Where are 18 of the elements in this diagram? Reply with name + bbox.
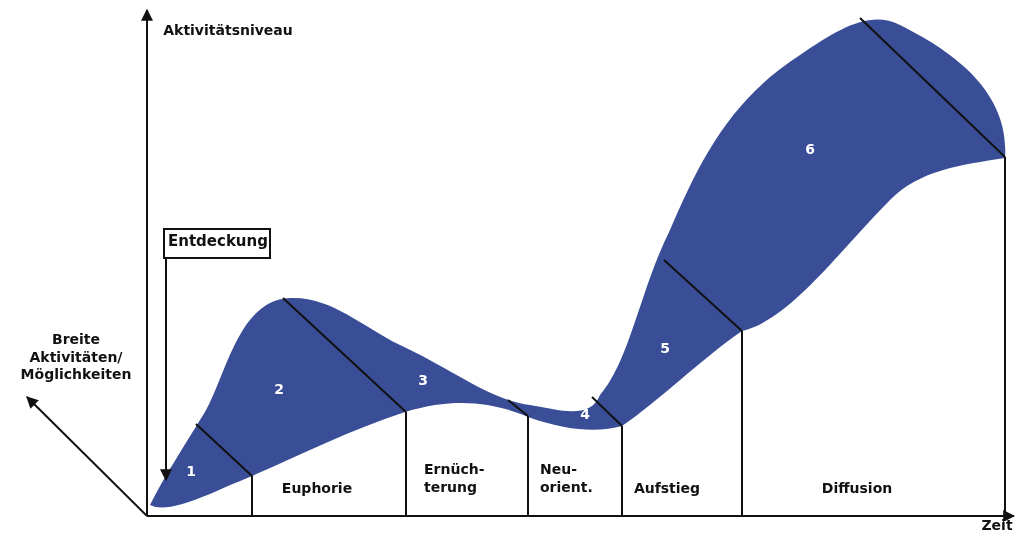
phase-number: 4 [580, 406, 590, 424]
phase-number: 1 [186, 463, 196, 481]
axis-label: Breite Aktivitäten/ Möglichkeiten [19, 330, 133, 384]
activity-band [150, 19, 1005, 508]
phase-name: Neu- orient. [540, 460, 594, 496]
leader-line [160, 258, 172, 482]
axis-label: Zeit [981, 517, 1013, 534]
phase-name: Diffusion [821, 480, 893, 498]
phase-number: 2 [274, 381, 284, 399]
box-text: Entdeckung [168, 232, 268, 250]
phase-name: Ernüch- terung [424, 460, 486, 496]
phase-number: 5 [660, 340, 670, 358]
axis-label: Aktivitätsniveau [163, 22, 293, 40]
phase-number: 6 [805, 141, 815, 159]
phase-name: Euphorie [281, 480, 353, 498]
phase-number: 3 [418, 372, 428, 390]
phase-name: Aufstieg [633, 480, 701, 498]
label-box [163, 228, 271, 259]
